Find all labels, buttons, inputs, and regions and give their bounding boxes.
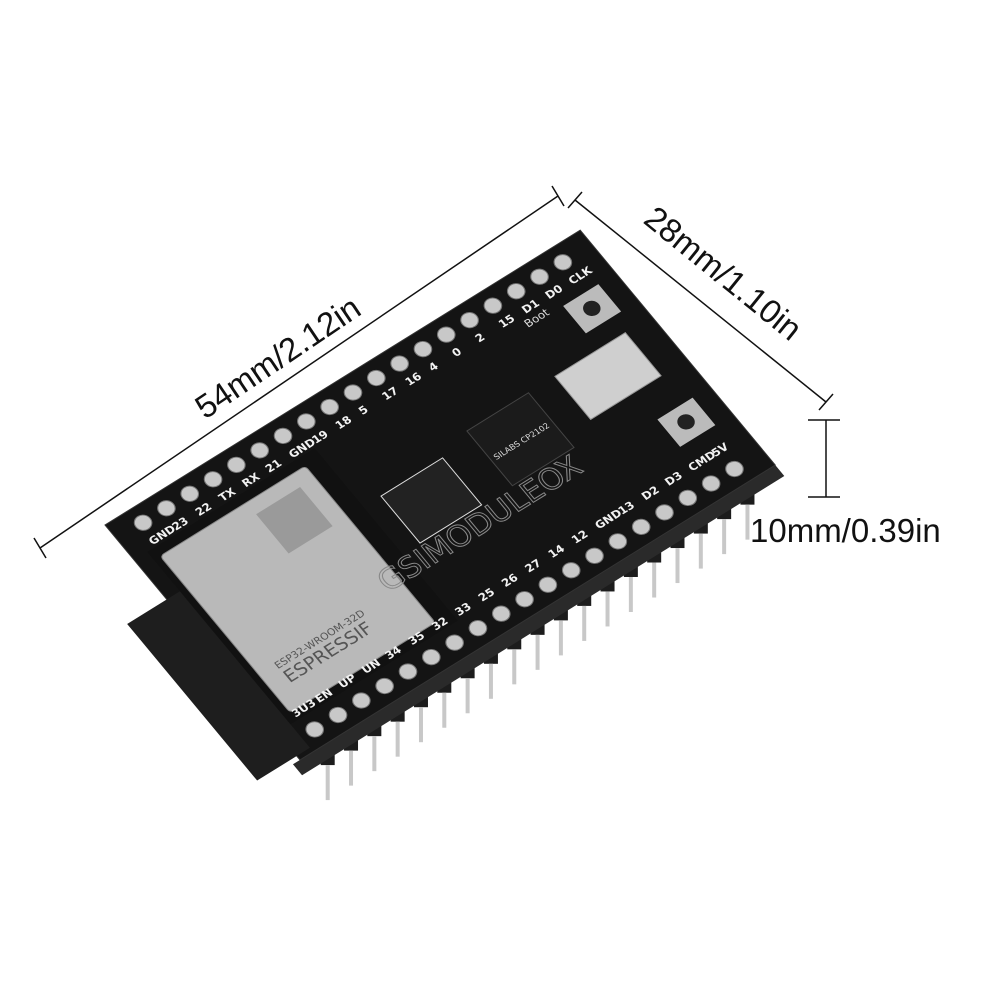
- pin-rx: [227, 456, 246, 473]
- pin-33: [468, 620, 488, 637]
- pin-d2: [655, 504, 674, 521]
- board-edge: [292, 465, 785, 776]
- pin-0: [436, 326, 456, 343]
- boot-button-cap: [583, 300, 601, 317]
- micro-usb-port: [554, 332, 662, 421]
- pin-d3: [678, 489, 698, 507]
- en-button-cap: [677, 414, 695, 430]
- qr-code: [256, 486, 333, 554]
- module-shield: [161, 466, 435, 712]
- pin-12: [585, 547, 604, 564]
- pin-gnd: [133, 514, 153, 531]
- pin-32: [445, 634, 464, 651]
- width-label: 28mm/1.10in: [638, 199, 810, 348]
- pin-en: [328, 706, 348, 724]
- pin-26: [515, 591, 534, 608]
- pin-21: [250, 442, 269, 459]
- pin-tx: [203, 471, 223, 488]
- pin-up: [352, 692, 371, 709]
- pin-18: [320, 398, 339, 416]
- pin-2: [460, 312, 479, 329]
- height-dimension: 10mm/0.39in: [750, 419, 941, 549]
- pin-4: [413, 340, 433, 358]
- pin-35: [422, 648, 441, 666]
- pin-14: [561, 562, 581, 579]
- pin-d0: [530, 268, 549, 285]
- pin-clk: [553, 254, 573, 271]
- pin-gnd: [273, 427, 293, 445]
- pin-25: [491, 605, 511, 622]
- pin-17: [367, 369, 386, 387]
- pin-16: [390, 355, 409, 372]
- pin-13: [631, 518, 651, 535]
- pin-5: [343, 384, 363, 401]
- antenna: [127, 591, 310, 781]
- pin-27: [538, 576, 558, 593]
- pin-d1: [506, 283, 526, 300]
- pin-34: [398, 663, 418, 680]
- voltage-regulator: [380, 457, 483, 544]
- pin-22: [180, 485, 200, 502]
- pin-3u3: [305, 721, 324, 738]
- pin-15: [483, 297, 503, 314]
- pin-gnd: [608, 533, 628, 550]
- height-label: 10mm/0.39in: [750, 512, 941, 549]
- esp32-board: ESPRESSIF ESP32-WROOM-32D SILABS CP2102 …: [104, 229, 785, 781]
- pin-19: [297, 413, 316, 430]
- pin-5v: [725, 460, 744, 478]
- usb-chip: [466, 392, 575, 487]
- pin-un: [375, 677, 394, 695]
- pin-23: [157, 500, 176, 517]
- pin-cmd: [701, 475, 721, 492]
